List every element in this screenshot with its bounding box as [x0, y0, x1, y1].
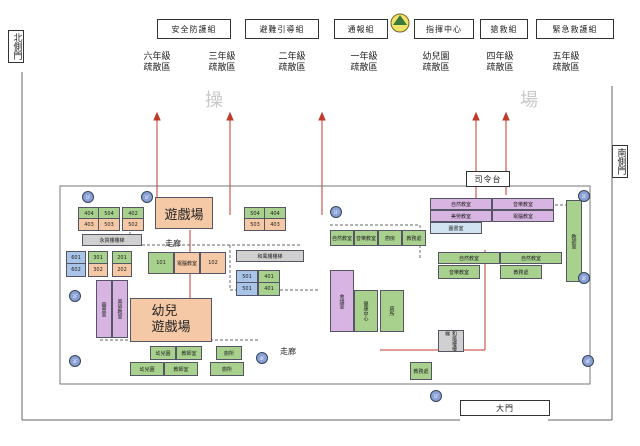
evacuation-guide-team-label: 避難引導組: [259, 24, 305, 34]
room-kinder-b: 幼兒園: [130, 362, 164, 376]
room-east-column: 教師室: [566, 200, 582, 282]
rescue-team-box: 搶救組: [480, 19, 528, 39]
fire-logo-icon: [390, 12, 410, 34]
room-music: 音樂教室: [354, 230, 378, 246]
notification-team-label: 通報組: [347, 24, 375, 34]
corridor-label-bottom: 走廊: [280, 347, 296, 356]
rescue-team-label: 搶救組: [490, 24, 518, 34]
stairs-mid: 和風樓樓梯: [236, 250, 304, 262]
room-202: 202: [112, 263, 132, 277]
stair-marker: 1F: [430, 390, 442, 402]
room-library: 圖書室: [96, 280, 112, 338]
stair-marker: 2F: [578, 190, 590, 202]
stairs-right: 和風樓樓梯: [438, 330, 464, 352]
command-center-label: 指揮中心: [426, 24, 462, 34]
kindergarten-playground: 幼兒 遊戲場: [130, 298, 212, 342]
room-guard: 教務處: [410, 362, 432, 380]
room-403: 403: [78, 218, 100, 231]
room-art: 美勞教室: [112, 280, 128, 338]
room-403b: 403: [264, 218, 286, 231]
zone-grade2: 二年級 疏散區: [278, 52, 306, 73]
command-center-box: 指揮中心: [414, 19, 474, 39]
stair-marker: 1F: [82, 191, 94, 203]
room-301: 301: [88, 251, 108, 265]
room-office-r: 教務處: [500, 265, 542, 279]
medical-team-box: 緊急救護組: [536, 19, 614, 39]
zone-grade1: 一年級 疏散區: [350, 52, 378, 73]
zone-grade6: 六年級 疏散區: [143, 52, 171, 73]
room-computer-r: 電腦教室: [492, 210, 554, 222]
room-502: 502: [122, 218, 144, 231]
room-library-r: 圖書室: [430, 222, 482, 234]
room-office: 教務處: [402, 230, 426, 246]
stair-marker: 4F: [256, 352, 268, 364]
elementary-playground: 遊戲場: [155, 197, 213, 229]
room-102: 102: [200, 252, 226, 274]
room-hall: 會議室: [330, 270, 354, 332]
corridor-label-top: 走廊: [165, 239, 181, 248]
main-gate-box: 大門: [460, 400, 550, 416]
room-kitchen: 廚房: [378, 230, 402, 246]
room-401b: 401: [258, 282, 280, 296]
stair-marker: 1F: [141, 191, 153, 203]
room-toilet: 廁所: [216, 346, 242, 360]
room-music-r2: 音樂教室: [438, 265, 480, 279]
room-602: 602: [66, 263, 86, 277]
medical-team-label: 緊急救護組: [552, 24, 598, 34]
zone-kindergarten: 幼兒園 疏散區: [422, 52, 450, 73]
room-science-r1: 自然教室: [430, 198, 492, 210]
zone-grade3: 三年級 疏散區: [208, 52, 236, 73]
room-302: 302: [88, 263, 108, 277]
main-gate-label: 大門: [496, 403, 514, 413]
stage-box: 司令台: [466, 171, 510, 187]
room-teacher: 教師室: [176, 346, 202, 360]
room-toilet-c: 廁所: [380, 290, 404, 332]
room-teacher-b: 教師室: [164, 362, 198, 376]
room-health: 健康中心: [354, 290, 378, 332]
room-computer: 電腦教室: [174, 252, 200, 274]
room-science: 自然教室: [330, 230, 354, 246]
stair-marker: 1F: [330, 206, 342, 218]
notification-team-box: 通報組: [334, 19, 388, 39]
zone-grade5: 五年級 疏散區: [552, 52, 580, 73]
north-gate-label: 北側門: [8, 30, 24, 63]
room-501b: 501: [236, 282, 258, 296]
zone-grade4: 四年級 疏散區: [486, 52, 514, 73]
stairs-left: 永質樓樓梯: [82, 234, 142, 246]
field-label-right: 場: [520, 90, 538, 111]
safety-team-box: 安全防護組: [157, 19, 231, 39]
room-science-r3: 自然教室: [500, 252, 562, 264]
room-kinder: 幼兒園: [150, 346, 176, 360]
room-art-r: 美勞教室: [430, 210, 492, 222]
field-label-left: 操: [205, 90, 223, 111]
room-101: 101: [148, 252, 174, 274]
room-503: 503: [98, 218, 120, 231]
room-science-r2: 自然教室: [438, 252, 500, 264]
stair-marker: 4F: [582, 355, 594, 367]
evacuation-guide-team-box: 避難引導組: [245, 19, 319, 39]
stage-label: 司令台: [474, 174, 502, 184]
room-503b: 503: [244, 218, 266, 231]
room-music-r: 音樂教室: [492, 198, 554, 210]
safety-team-label: 安全防護組: [171, 24, 217, 34]
stair-marker: 2F: [69, 290, 81, 302]
room-toilet-b: 廁所: [210, 362, 244, 376]
stair-marker: 3F: [69, 355, 81, 367]
stair-marker: 3F: [578, 272, 590, 284]
